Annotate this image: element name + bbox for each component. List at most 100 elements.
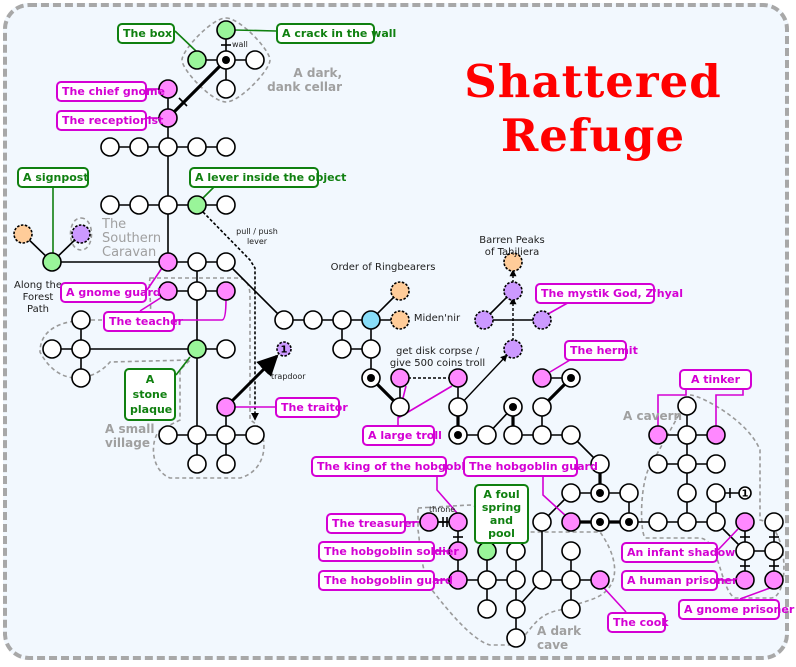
npc-label-chief-gnome[interactable]: The chief gnome <box>56 81 165 102</box>
room-node <box>648 454 668 474</box>
note-line: give 500 coins troll <box>389 358 486 369</box>
object-room-node <box>477 541 497 561</box>
npc-room-node <box>216 397 236 417</box>
room-node <box>245 425 265 445</box>
npc-room-node <box>158 252 178 272</box>
place-label-midennir: Miden'nir <box>412 313 462 325</box>
room-node <box>619 483 639 503</box>
npc-room-node <box>158 108 178 128</box>
object-label-foul-spring[interactable]: A foul spring and pool <box>474 484 529 544</box>
lever-dotted-arrow <box>202 211 259 421</box>
npc-room-node <box>706 425 726 445</box>
portal-node <box>276 341 292 357</box>
room-node <box>216 252 236 272</box>
room-node <box>158 137 178 157</box>
room-node <box>506 628 526 648</box>
room-node <box>477 570 497 590</box>
room-node <box>506 599 526 619</box>
locked-dot-icon <box>454 431 462 439</box>
label-leader-line <box>603 587 627 613</box>
exit-node <box>390 310 410 330</box>
locked-dot-icon <box>509 403 517 411</box>
room-node <box>532 425 552 445</box>
area-line: Caravan <box>102 245 157 260</box>
area-line: The <box>102 217 127 232</box>
portal-node <box>738 486 752 500</box>
room-node <box>71 310 91 330</box>
npc-label-infant-shadow[interactable]: An infant shadow <box>621 542 735 563</box>
npc-room-node <box>158 281 178 301</box>
npc-room-node <box>448 541 468 561</box>
room-node <box>332 339 352 359</box>
npc-label-tinker[interactable]: A tinker <box>679 369 752 390</box>
room-node <box>129 195 149 215</box>
room-node <box>42 339 62 359</box>
room-node <box>506 541 526 561</box>
npc-label-large-troll[interactable]: A large troll <box>362 425 442 446</box>
npc-label-treasurer[interactable]: The treasurer <box>326 513 417 534</box>
object-room-node <box>187 339 207 359</box>
room-node <box>561 599 581 619</box>
note-line: get disk corpse / <box>396 346 479 357</box>
place-label-forest-path: Along the Forest Path <box>8 280 68 316</box>
locked-dot-icon <box>596 489 604 497</box>
room-node <box>764 541 784 561</box>
locked-dot-icon <box>567 374 575 382</box>
npc-label-gnome-prisoner[interactable]: A gnome prisoner <box>678 599 794 620</box>
npc-label-traitor[interactable]: The traitor <box>275 397 348 418</box>
object-label-signpost[interactable]: A signpost <box>17 167 89 188</box>
npc-room-node <box>448 512 468 532</box>
area-line: cave <box>537 638 569 652</box>
area-line: Southern <box>102 231 162 246</box>
npc-label-hobgoblin-soldier[interactable]: The hobgoblin soldier <box>318 541 459 562</box>
label-leader-line <box>175 298 227 321</box>
npc-label-gnome-guard[interactable]: A gnome guard <box>60 282 161 303</box>
note-trapdoor: trapdoor <box>271 372 306 381</box>
room-node <box>735 541 755 561</box>
exit-node <box>503 281 523 301</box>
npc-label-receptionist[interactable]: The receptionist <box>56 110 163 131</box>
area-line: A dark <box>537 624 582 638</box>
locked-dot-icon <box>222 56 230 64</box>
object-label-crack-in-wall[interactable]: A crack in the wall <box>276 23 396 44</box>
npc-room-node <box>216 281 236 301</box>
area-line: A cavern <box>623 409 683 423</box>
room-node <box>216 195 236 215</box>
npc-label-mystik-god[interactable]: The mystik God, Z'hyal <box>535 283 683 304</box>
door-tick <box>260 365 270 375</box>
note-wall: wall <box>232 40 248 49</box>
room-node <box>677 483 697 503</box>
npc-label-teacher[interactable]: The teacher <box>103 311 183 332</box>
room-node <box>216 454 236 474</box>
place-line: Order of Ringbearers <box>330 262 436 273</box>
npc-room-node <box>561 512 581 532</box>
place-line: Barren Peaks <box>479 235 545 246</box>
area-label-cellar: A dark, dank cellar <box>252 66 342 94</box>
npc-label-hermit[interactable]: The hermit <box>564 340 638 361</box>
npc-label-king-hobgoblins[interactable]: The king of the hobgoblins <box>311 456 483 477</box>
room-node <box>274 310 294 330</box>
npc-label-cook[interactable]: The cook <box>607 612 669 633</box>
zone-outline <box>417 504 616 646</box>
room-node <box>100 195 120 215</box>
npc-label-hobgoblin-guard-west[interactable]: The hobgoblin guard <box>318 570 453 591</box>
room-node <box>590 454 610 474</box>
locked-dot-icon <box>367 374 375 382</box>
room-node <box>187 137 207 157</box>
npc-room-node <box>390 368 410 388</box>
room-node <box>187 252 207 272</box>
trapdoor-arrow <box>224 354 279 409</box>
npc-label-human-prisoner[interactable]: A human prisoner <box>621 570 737 591</box>
object-label-box[interactable]: The box <box>117 23 175 44</box>
room-node <box>187 425 207 445</box>
object-room-node <box>187 50 207 70</box>
area-label-village: A small village <box>105 422 154 450</box>
label-leader-line <box>175 356 191 376</box>
object-label-stone-plaque[interactable]: A stone plaque <box>124 368 176 421</box>
room-node <box>561 570 581 590</box>
exit-node <box>503 339 523 359</box>
exit-node <box>532 310 552 330</box>
npc-label-hobgoblin-guard-east[interactable]: The hobgoblin guard <box>463 456 598 477</box>
object-label-lever[interactable]: A lever inside the object <box>189 167 346 188</box>
npc-room-node <box>532 368 552 388</box>
